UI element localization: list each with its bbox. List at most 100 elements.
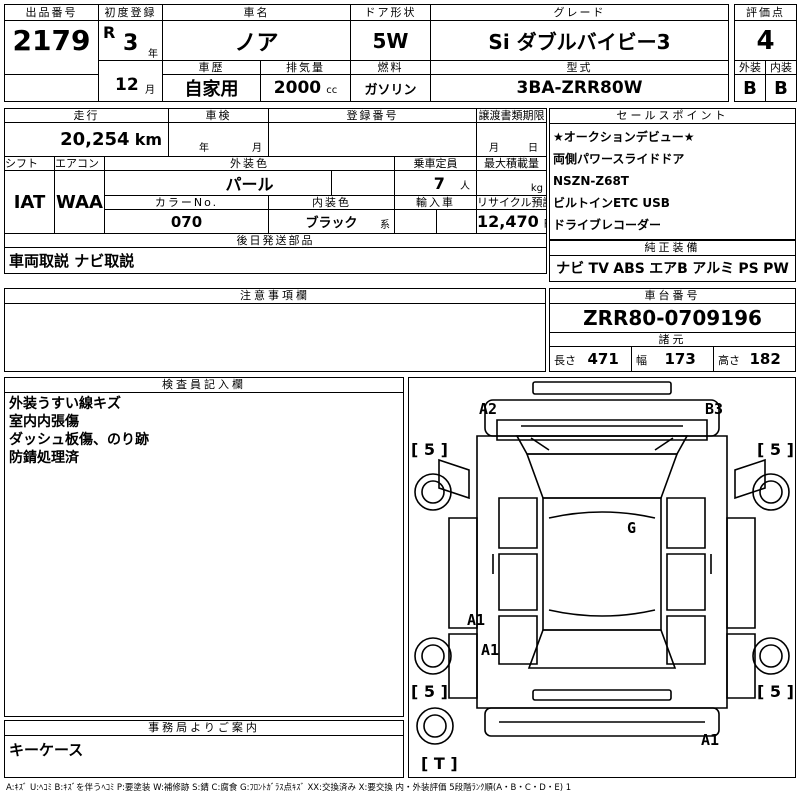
model: 3BA-ZRR80W xyxy=(516,78,643,98)
color-no-label: カラーNo. xyxy=(104,195,269,210)
equipment-item: ナビ xyxy=(556,261,585,277)
damage-mark-front-right: B3 xyxy=(705,400,724,418)
exterior-grade: B xyxy=(743,77,757,99)
sales-point-item: ★オークションデビュー★ xyxy=(553,130,695,144)
car-diagram-drawing xyxy=(414,381,790,745)
era: R xyxy=(103,23,116,42)
shift-label: シフト xyxy=(4,156,55,171)
score: 4 xyxy=(756,25,775,56)
int-color-suffix: 系 xyxy=(380,220,390,231)
mileage: 20,254 xyxy=(60,129,130,150)
caution-box: 注意事項欄 xyxy=(4,288,546,372)
capacity-label: 乗車定員 xyxy=(393,156,478,171)
equipment-label: 純正装備 xyxy=(550,241,795,256)
car-diagram: A2 B3 G A1 A1 A1 [ 5 ] [ 5 ] [ 5 ] [ 5 ]… xyxy=(408,377,796,778)
displacement-label: 排気量 xyxy=(260,60,351,75)
inspector-notes: 外装うすい線キズ 室内内張傷 ダッシュ板傷、のり跡 防錆処理済 xyxy=(9,396,149,466)
inspection-label: 車検 xyxy=(168,108,269,123)
length-label: 長さ xyxy=(554,354,576,367)
import-value xyxy=(394,209,437,234)
first-reg-label: 初度登録 xyxy=(98,4,163,21)
info-table: 走行 車検 登録番号 譲渡書類期限 20,254 km 年 月 月 日 シフト … xyxy=(3,108,548,274)
ac-label: エアコン xyxy=(54,156,105,171)
door-label: ドア形状 xyxy=(350,4,431,21)
max-load-label: 最大積載量 xyxy=(476,156,548,171)
legend-text: A:ｷｽﾞ U:ﾍｺﾐ B:ｷｽﾞを伴うﾍｺﾐ P:要塗装 W:補修跡 S:錆 … xyxy=(6,783,572,793)
equipment-item: エアB xyxy=(649,261,688,277)
inspector-label: 検査員記入欄 xyxy=(5,378,403,393)
model-label: 型式 xyxy=(430,60,729,75)
displacement-unit: cc xyxy=(326,85,338,96)
max-load-unit: kg xyxy=(530,183,544,194)
recycle-fee: 12,470 xyxy=(477,212,539,231)
import-label: 輸入車 xyxy=(393,195,478,210)
reg-no-value xyxy=(267,122,478,157)
equipment-item: TV xyxy=(588,261,609,277)
chassis-box: 車台番号 ZRR80-0709196 諸元 長さ 471 幅 173 高さ 18… xyxy=(549,288,796,372)
int-color: ブラック xyxy=(305,216,358,231)
header-table: 出品番号 初度登録 車名 ドア形状 グレード 評価点 2179 R 3 年 ノア… xyxy=(4,4,797,102)
ac: WAA xyxy=(56,191,103,213)
height: 182 xyxy=(749,350,781,368)
damage-mark-windshield: G xyxy=(627,519,637,537)
mileage-unit: km xyxy=(134,130,162,149)
office-text: キーケース xyxy=(9,741,84,759)
ext-color: パール xyxy=(225,175,274,194)
car-name-label: 車名 xyxy=(162,4,351,21)
height-label: 高さ xyxy=(718,354,740,367)
reg-year: 3 xyxy=(123,31,139,56)
displacement: 2000 xyxy=(273,78,322,98)
chassis-number: ZRR80-0709196 xyxy=(550,304,795,333)
inspector-box: 検査員記入欄 外装うすい線キズ 室内内張傷 ダッシュ板傷、のり跡 防錆処理済 xyxy=(4,377,404,717)
tire-rear-left: [ 5 ] xyxy=(411,682,448,701)
reg-no-label: 登録番号 xyxy=(267,108,478,123)
damage-mark-front-left: A2 xyxy=(479,400,498,418)
mileage-label: 走行 xyxy=(4,108,169,123)
month-unit: 月 xyxy=(145,85,155,96)
caution-label: 注意事項欄 xyxy=(5,289,545,304)
chassis-label: 車台番号 xyxy=(550,289,795,304)
history-label: 車歴 xyxy=(162,60,261,75)
tire-spare: [ T ] xyxy=(421,754,458,773)
width-label: 幅 xyxy=(636,354,647,367)
capacity-unit: 人 xyxy=(460,180,471,192)
tire-rear-right: [ 5 ] xyxy=(757,682,794,701)
office-label: 事務局よりご案内 xyxy=(5,721,403,736)
fuel: ガソリン xyxy=(364,82,417,98)
equipment-item: PS xyxy=(738,261,759,277)
sales-point-item: ドライブレコーダー xyxy=(553,218,662,232)
later-parts-label: 後日発送部品 xyxy=(3,233,548,248)
shift: IAT xyxy=(13,191,46,213)
recycle-label: リサイクル預託金 xyxy=(476,195,548,210)
transfer-month-unit: 月 xyxy=(489,143,500,154)
color-no: 070 xyxy=(170,213,203,231)
year-unit: 年 xyxy=(148,49,158,60)
length: 471 xyxy=(587,350,619,368)
damage-mark-left-2: A1 xyxy=(481,641,500,659)
later-parts: 車両取説 ナビ取説 xyxy=(9,252,135,270)
sales-point-item: 両側パワースライドドア xyxy=(553,152,685,166)
recycle-unit: 円 xyxy=(544,219,546,230)
interior-label: 内装 xyxy=(765,60,797,75)
grade: Si ダブルバイビー3 xyxy=(488,30,671,54)
office-box: 事務局よりご案内 キーケース xyxy=(4,720,404,778)
car-name: ノア xyxy=(234,30,279,56)
grade-label: グレード xyxy=(430,4,729,21)
fuel-label: 燃料 xyxy=(350,60,431,75)
damage-mark-rear: A1 xyxy=(701,731,720,749)
transfer-day-unit: 日 xyxy=(528,143,539,154)
damage-mark-left-1: A1 xyxy=(467,611,486,629)
transfer-label: 譲渡書類期限 xyxy=(476,108,548,123)
interior-grade: B xyxy=(774,77,788,99)
inspection-year-unit: 年 xyxy=(199,143,209,154)
history: 自家用 xyxy=(184,79,239,100)
exterior-label: 外装 xyxy=(734,60,766,75)
inspection-month-unit: 月 xyxy=(252,143,262,154)
import-value-2 xyxy=(435,209,478,234)
tire-front-right: [ 5 ] xyxy=(757,440,794,459)
